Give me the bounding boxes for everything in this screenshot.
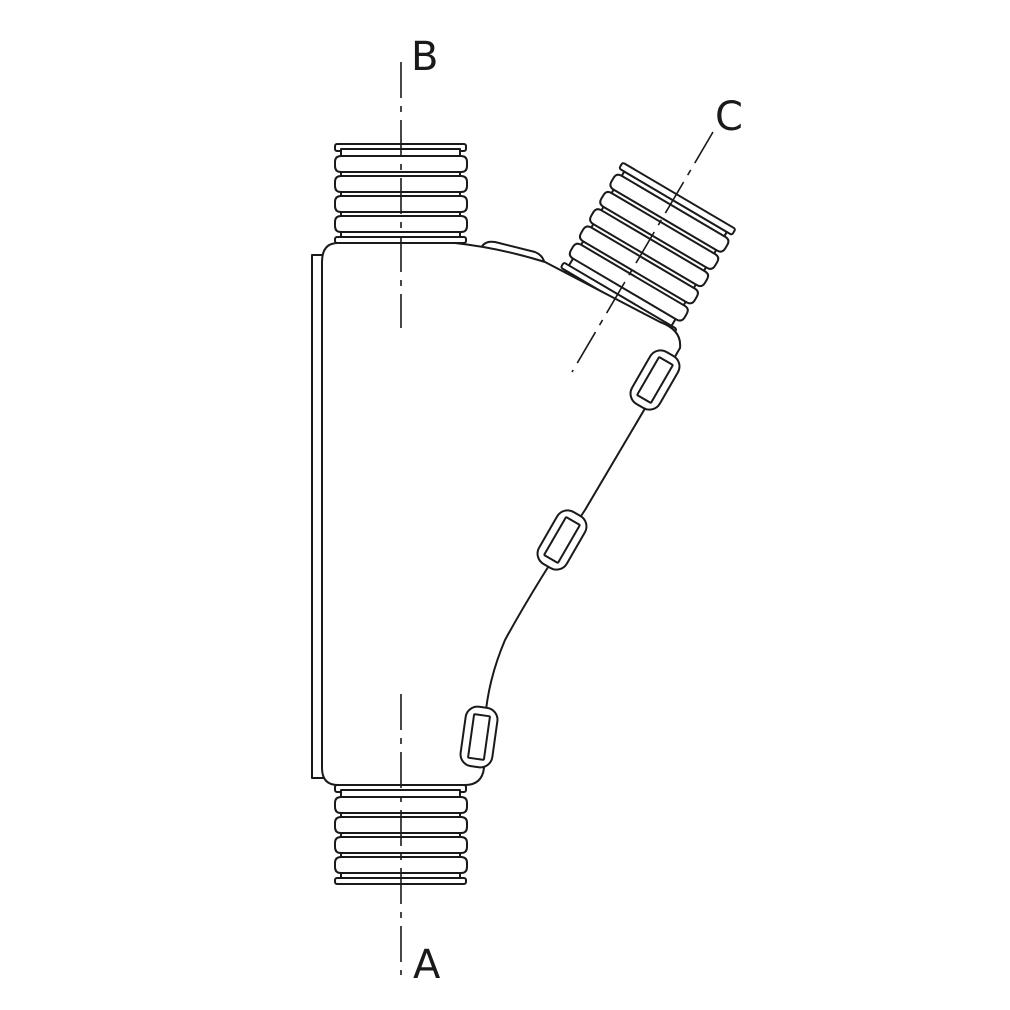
label-b: B xyxy=(411,34,438,80)
axis-c xyxy=(571,131,714,373)
fitting-body xyxy=(321,242,682,786)
label-a: A xyxy=(413,942,441,988)
label-c: C xyxy=(715,94,743,140)
